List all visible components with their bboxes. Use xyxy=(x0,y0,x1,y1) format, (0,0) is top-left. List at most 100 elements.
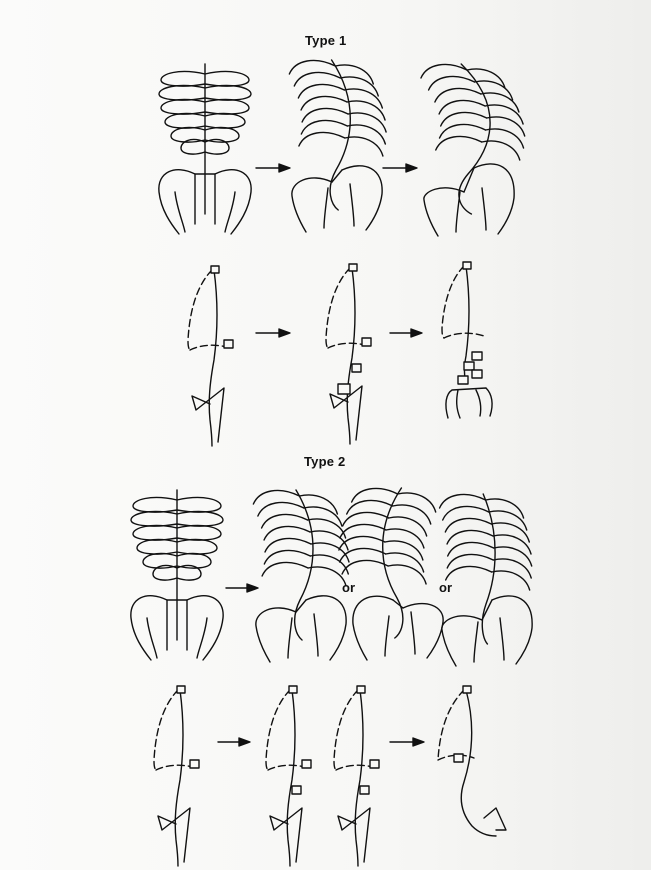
rib-right xyxy=(398,493,436,512)
rib-left xyxy=(161,100,205,115)
spine-profile xyxy=(175,690,183,866)
spine-profile xyxy=(209,270,217,446)
rib-left xyxy=(253,490,299,504)
type1-side-3 xyxy=(442,262,492,418)
sacral-spike xyxy=(484,808,506,830)
rib-right xyxy=(348,113,386,132)
arrow-head xyxy=(411,329,422,337)
rib-right xyxy=(493,535,531,554)
top-marker xyxy=(357,686,365,693)
type2-side-2 xyxy=(266,686,311,866)
dashed-curve xyxy=(266,690,290,770)
sacral-spike xyxy=(192,388,224,442)
arrow-head xyxy=(247,584,258,592)
low-marker xyxy=(360,786,369,794)
rib-right xyxy=(389,517,427,536)
dashed-curve xyxy=(326,268,350,348)
rib-left xyxy=(131,512,177,527)
iliac-inner xyxy=(288,614,318,658)
dashed-baseline xyxy=(444,333,484,338)
type2-side-1 xyxy=(154,686,199,866)
rib-right xyxy=(308,567,346,586)
top-marker xyxy=(463,262,471,269)
pelvis-right xyxy=(342,166,382,230)
rib-right xyxy=(385,541,423,560)
mid-marker xyxy=(370,760,379,768)
spine-profile xyxy=(461,690,496,836)
spine-line xyxy=(383,488,403,638)
rib-left xyxy=(429,76,475,90)
dashed-curve xyxy=(154,690,178,770)
rib-right xyxy=(347,125,385,144)
low-marker xyxy=(352,364,361,372)
sacral-spike xyxy=(338,808,370,862)
rib-right xyxy=(486,499,524,518)
type1-arrow-2 xyxy=(383,164,417,172)
disc-marker-3 xyxy=(472,370,482,378)
type2-torso-option-a xyxy=(253,490,349,662)
disc-marker-1 xyxy=(472,352,482,360)
disc-marker-4 xyxy=(458,376,468,384)
mid-marker xyxy=(224,340,233,348)
type2-torso-option-b xyxy=(339,488,443,660)
rib-right xyxy=(177,540,217,555)
rib-left xyxy=(258,502,304,516)
rib-right xyxy=(177,512,223,527)
rib-right xyxy=(205,100,249,115)
rib-right xyxy=(177,498,221,513)
type1-side-2 xyxy=(326,264,371,444)
rib-left xyxy=(289,60,335,74)
arrow-head xyxy=(239,738,250,746)
rib-right xyxy=(489,511,527,530)
mid-marker xyxy=(190,760,199,768)
rib-right xyxy=(311,543,349,562)
disc-marker-2 xyxy=(464,362,474,370)
rib-right xyxy=(205,72,249,87)
arrow-head xyxy=(279,164,290,172)
type1-side-1 xyxy=(188,266,233,446)
top-marker xyxy=(211,266,219,273)
rib-right xyxy=(492,571,530,590)
rib-left xyxy=(435,88,481,102)
rib-right xyxy=(482,141,520,160)
rib-right xyxy=(347,101,385,120)
rib-right xyxy=(388,565,426,584)
rib-right xyxy=(386,553,424,572)
dashed-curve xyxy=(438,690,464,760)
rib-right xyxy=(299,495,337,514)
pelvis-right xyxy=(474,164,514,234)
type2-side-3 xyxy=(334,686,379,866)
rib-left xyxy=(137,540,177,555)
pelvis-right xyxy=(492,596,532,664)
rib-right xyxy=(177,526,221,541)
sacral-spike xyxy=(158,808,190,862)
type1-torso-curved xyxy=(289,60,386,232)
rib-left xyxy=(165,114,205,129)
pelvis-sketch xyxy=(446,388,492,418)
rib-left xyxy=(294,72,340,86)
rib-left xyxy=(299,132,345,146)
type1-arrow-1 xyxy=(256,164,290,172)
rib-left xyxy=(446,566,492,580)
iliac-inner xyxy=(324,184,354,228)
rib-right xyxy=(486,129,524,148)
rib-right xyxy=(205,114,245,129)
type2-side-arrow-1 xyxy=(218,738,250,746)
type1-torso-straight xyxy=(159,64,251,234)
rib-right xyxy=(494,547,532,566)
mid-marker xyxy=(362,338,371,346)
mid-marker xyxy=(302,760,311,768)
base-marker xyxy=(338,384,350,394)
iliac-inner xyxy=(474,618,504,662)
top-marker xyxy=(177,686,185,693)
rib-left xyxy=(262,562,308,576)
rib-right xyxy=(205,86,251,101)
top-marker xyxy=(463,686,471,693)
dashed-curve xyxy=(442,266,464,338)
rib-left xyxy=(133,526,177,541)
spine-profile xyxy=(287,690,295,866)
pelvis-right xyxy=(306,596,346,660)
type2-side-arrow-2 xyxy=(390,738,424,746)
type1-side-arrow-2 xyxy=(390,329,422,337)
